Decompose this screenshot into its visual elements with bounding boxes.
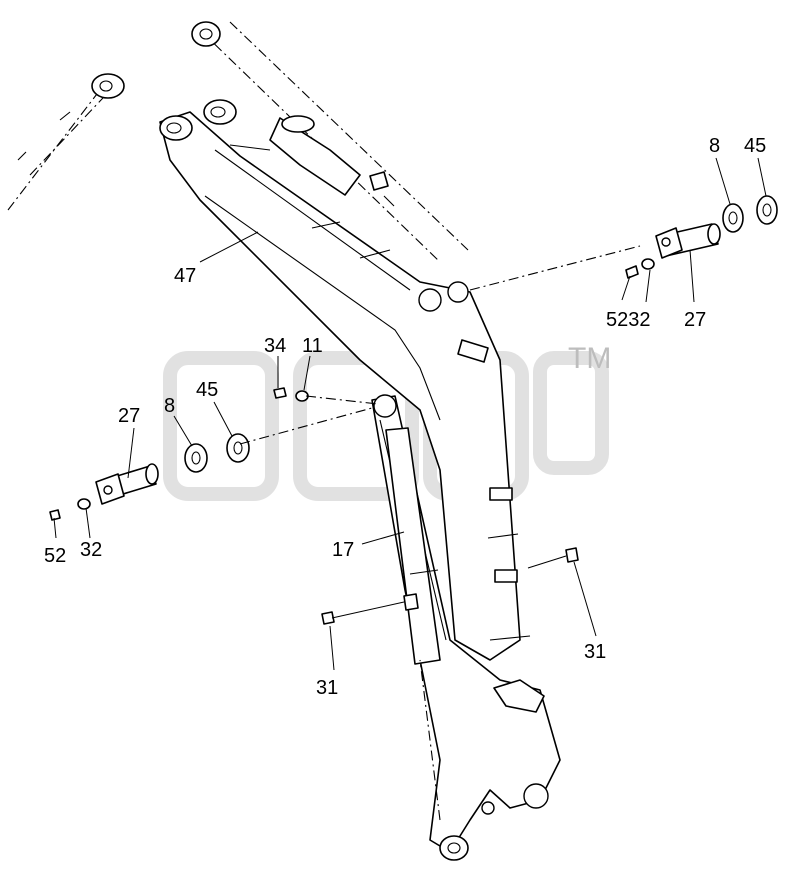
callout-17: 17 <box>332 539 354 561</box>
callout-5232: 5232 <box>606 309 651 331</box>
callout-11: 11 <box>302 335 323 357</box>
arm-cylinder-ghost <box>7 73 125 211</box>
arm-assembly <box>371 394 561 861</box>
callout-8-right: 8 <box>709 135 720 157</box>
callout-45-right: 45 <box>744 135 766 157</box>
boom-cylinder-ghost <box>191 21 469 263</box>
leader-lines <box>53 157 767 671</box>
right-pin-set <box>469 195 778 291</box>
callout-31-right: 31 <box>584 641 606 663</box>
watermark-logo: TM <box>163 342 611 501</box>
left-pin-set <box>49 407 373 521</box>
watermark-trademark: TM <box>568 342 611 375</box>
callout-52: 52 <box>44 545 66 567</box>
callout-45-left: 45 <box>196 379 218 401</box>
callout-8-left: 8 <box>164 395 175 417</box>
callout-27-left: 27 <box>118 405 140 427</box>
callout-34: 34 <box>264 335 286 357</box>
callout-47: 47 <box>174 265 196 287</box>
callout-31-lower: 31 <box>316 677 338 699</box>
callout-32: 32 <box>80 539 102 561</box>
callout-27-right: 27 <box>684 309 706 331</box>
callout-labels: 47 8 45 5232 27 34 11 27 8 45 52 32 17 3… <box>44 135 766 699</box>
boom-assembly <box>159 99 531 661</box>
small-fasteners <box>273 387 579 625</box>
